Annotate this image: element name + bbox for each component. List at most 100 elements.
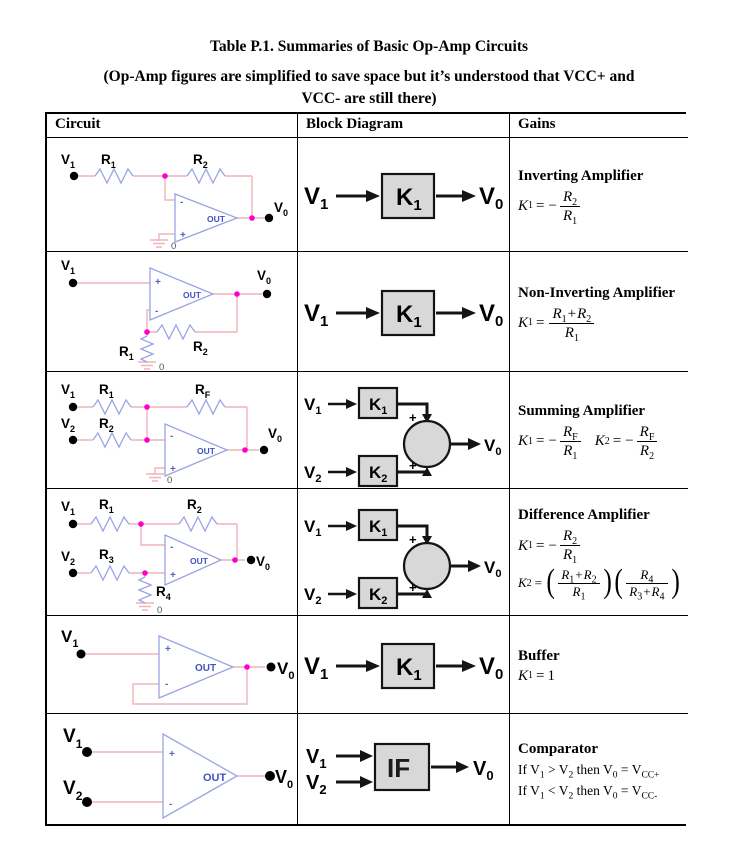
label-v0: V0 [268, 426, 282, 444]
opamp-triangle [164, 423, 229, 477]
terminal-dot [262, 289, 272, 299]
resistor-r3 [90, 564, 130, 582]
minus-input-mark: - [170, 431, 173, 442]
terminal-dot [82, 797, 92, 807]
label-r4: R4 [156, 584, 171, 602]
block-label-v2: V2 [306, 772, 327, 797]
out-label: OUT [203, 772, 227, 784]
column-header-block-diagram: Block Diagram [298, 114, 510, 138]
label-r2: R2 [193, 339, 208, 357]
minus-input-mark: - [165, 679, 168, 690]
node-dot [138, 521, 144, 527]
label-v0: V0 [274, 200, 288, 218]
block-label-v0: V0 [479, 300, 503, 330]
node-dot [234, 291, 240, 297]
arrowhead [467, 560, 481, 572]
block-diagram-summing: V1 K1 + V2 K2 + V0 [298, 372, 510, 489]
node-dot [144, 404, 150, 410]
opamp-triangle [164, 533, 223, 587]
node-dot [242, 447, 248, 453]
label-r1: R1 [119, 344, 134, 362]
arrowhead [461, 189, 476, 202]
minus-input-mark: - [180, 197, 183, 208]
resistor-r1 [90, 515, 130, 533]
block-label-v1: V1 [304, 517, 321, 539]
column-header-gains: Gains [510, 114, 688, 138]
node-dot [232, 557, 238, 563]
label-r2: R2 [99, 416, 114, 434]
column-header-circuit: Circuit [47, 114, 298, 138]
if-box [373, 742, 430, 792]
node-dot [249, 215, 255, 221]
label-v1: V1 [61, 499, 75, 517]
node-dot [142, 570, 148, 576]
plus-input-mark: + [155, 277, 161, 288]
arrowhead [359, 750, 373, 762]
label-v1: V1 [61, 382, 75, 400]
arrowhead [345, 467, 357, 477]
arrowhead [461, 659, 476, 672]
plus-input-mark: + [165, 644, 171, 655]
node-dot [144, 329, 150, 335]
out-label: OUT [190, 556, 209, 566]
block-k1-svg: V1 K1 V0 [304, 289, 503, 336]
block-k1-svg: V1 K1 V0 [304, 642, 503, 689]
terminal-dot [82, 747, 92, 757]
terminal-dot [266, 662, 276, 672]
label-r1: R1 [99, 382, 114, 400]
terminal-dot [69, 171, 79, 181]
label-r2: R2 [187, 497, 202, 515]
plus-sign: + [409, 410, 417, 425]
arrowhead [421, 589, 432, 598]
resistor-r2 [178, 515, 218, 533]
ground-label: 0 [159, 362, 164, 370]
opamp-triangle [149, 267, 215, 321]
block-label-v2: V2 [304, 585, 321, 607]
table-title: Table P.1. Summaries of Basic Op-Amp Cir… [209, 38, 529, 55]
arrowhead [365, 659, 380, 672]
block-label-v0: V0 [484, 436, 501, 458]
plus-sign: + [409, 580, 417, 595]
block-label-if: IF [387, 753, 410, 783]
block-label-k2: K2 [369, 463, 387, 485]
label-v1: V1 [61, 258, 75, 276]
label-v2: V2 [63, 778, 83, 803]
block-k1-svg: V1 K1 V0 [304, 172, 503, 219]
block-diagram-buffer: V1 K1 V0 [298, 616, 510, 714]
label-r1: R1 [99, 497, 114, 515]
arrowhead [359, 776, 373, 788]
arrowhead [365, 189, 380, 202]
resistor-r2 [186, 167, 226, 185]
block-label-v0: V0 [473, 758, 494, 783]
terminal-dot [68, 402, 78, 412]
block-label-v1: V1 [304, 300, 328, 330]
minus-input-mark: - [155, 306, 158, 317]
gain-title: Non-Inverting Amplifier [518, 284, 676, 301]
block-if-svg: V1 V2 IF V0 [306, 742, 494, 797]
ground-label: 0 [157, 605, 162, 614]
arrowhead [365, 306, 380, 319]
terminal-dot [76, 649, 86, 659]
arrowhead [421, 414, 432, 423]
plus-input-mark: + [180, 230, 186, 241]
circuit-comparator: + - OUT V1 V2 V0 [47, 714, 298, 824]
block-label-k1: K1 [369, 395, 387, 417]
plus-sign: + [409, 458, 417, 473]
block-label-v1: V1 [304, 183, 328, 213]
terminal-dot [265, 771, 275, 781]
comparator-rule-1: If V1 > V2 then V0 = VCC+ [518, 761, 660, 781]
node-dot [162, 173, 168, 179]
out-label: OUT [195, 663, 216, 674]
plus-input-mark: + [170, 464, 176, 475]
label-r1: R1 [101, 152, 116, 170]
resistor-r4 [137, 576, 153, 604]
block-label-k1: K1 [396, 301, 422, 331]
circuit-buffer: + - OUT V1 V0 [47, 616, 298, 714]
gain-title: Summing Amplifier [518, 403, 646, 419]
opamp-triangle [162, 732, 239, 820]
node-dot [244, 664, 250, 670]
